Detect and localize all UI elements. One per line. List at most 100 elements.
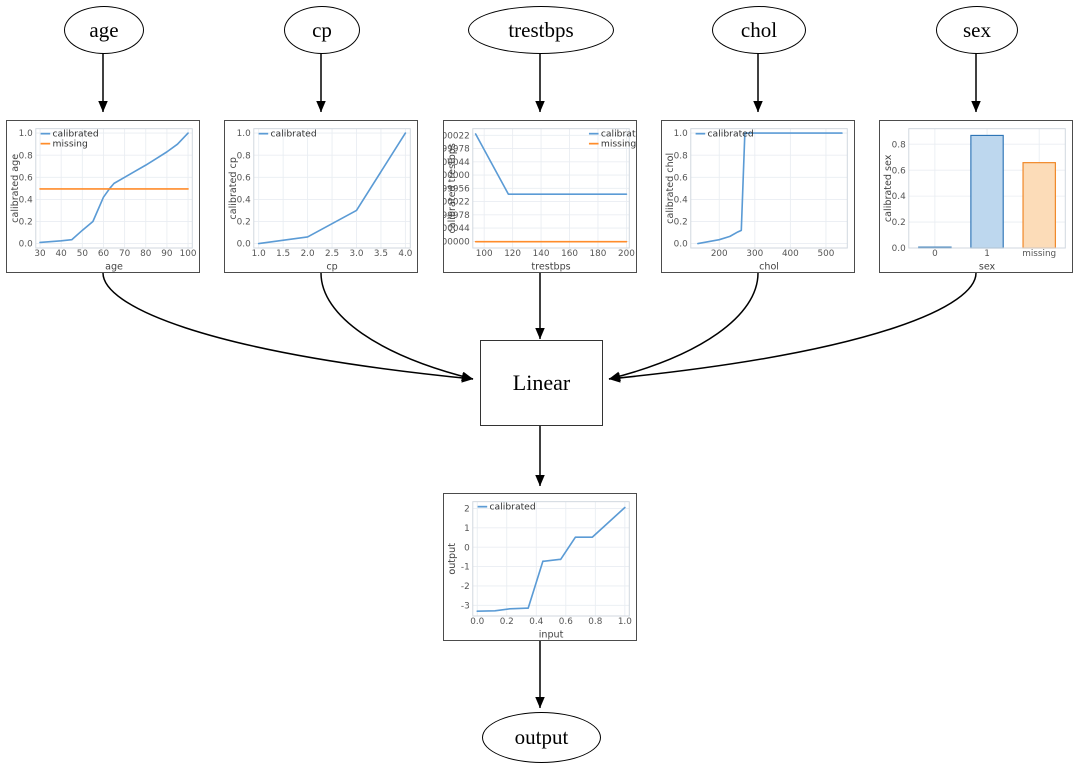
svg-text:1.0: 1.0 (674, 129, 688, 139)
svg-text:-2: -2 (461, 582, 470, 592)
svg-text:0.8: 0.8 (237, 151, 251, 161)
svg-text:50: 50 (77, 249, 89, 259)
svg-text:200: 200 (618, 249, 635, 259)
svg-text:0.2: 0.2 (237, 218, 251, 228)
svg-text:100: 100 (476, 249, 493, 259)
svg-text:calibrated trestbps: calibrated trestbps (447, 143, 458, 233)
legend-label-calibrated: calibrated (271, 129, 317, 140)
svg-text:0.699999999999999956: 0.699999999999999956 (444, 184, 470, 194)
svg-text:1.0: 1.0 (618, 617, 632, 627)
node-output-label: output (514, 725, 569, 749)
svg-text:0: 0 (464, 543, 470, 553)
legend-label-calibrated: calibrated (53, 129, 99, 140)
svg-text:calibrated sex: calibrated sex (883, 154, 894, 222)
node-cp[interactable]: cp (284, 6, 360, 54)
svg-text:1.5: 1.5 (276, 249, 290, 259)
svg-text:0.650000000000000022: 0.650000000000000022 (444, 198, 470, 208)
svg-text:missing: missing (1022, 249, 1056, 259)
svg-text:120: 120 (504, 249, 521, 259)
node-trestbps[interactable]: trestbps (468, 6, 614, 54)
svg-text:0.6: 0.6 (559, 617, 573, 627)
node-age-label: age (89, 17, 119, 42)
svg-text:60: 60 (98, 249, 110, 259)
node-chol-label: chol (740, 17, 778, 42)
svg-text:200: 200 (711, 249, 728, 259)
svg-text:2.5: 2.5 (325, 249, 339, 259)
bar-1 (970, 134, 1004, 249)
svg-text:0.849999999999999978: 0.849999999999999978 (444, 145, 470, 155)
svg-text:-1: -1 (461, 563, 470, 573)
node-cp-label: cp (312, 17, 332, 42)
svg-text:0.4: 0.4 (674, 195, 688, 205)
node-trestbps-label: trestbps (508, 17, 574, 42)
svg-text:0.6: 0.6 (674, 173, 688, 183)
svg-text:0.0: 0.0 (892, 244, 906, 254)
node-sex[interactable]: sex (936, 6, 1018, 54)
series-calibrated (257, 132, 407, 245)
svg-text:trestbps: trestbps (531, 262, 570, 272)
svg-text:input: input (539, 630, 564, 640)
svg-text:90: 90 (161, 249, 173, 259)
legend-label-calibrated: calibrated (708, 129, 754, 140)
svg-text:0.8: 0.8 (892, 140, 906, 150)
svg-text:0.0: 0.0 (237, 240, 251, 250)
svg-text:100: 100 (180, 249, 197, 259)
svg-text:300: 300 (746, 249, 763, 259)
svg-text:1: 1 (464, 524, 470, 534)
node-age[interactable]: age (64, 6, 144, 54)
svg-text:-3: -3 (461, 601, 470, 611)
svg-text:1.0: 1.0 (252, 249, 266, 259)
chart-svg-trestbps: 0.5000000000000000000.550000000000000044… (444, 128, 636, 272)
svg-text:0.4: 0.4 (237, 195, 251, 205)
bar-missing (1022, 162, 1056, 249)
chart-panel-trestbps[interactable]: 0.5000000000000000000.550000000000000044… (443, 120, 637, 273)
svg-text:calibrated cp: calibrated cp (228, 157, 239, 219)
svg-text:0.2: 0.2 (19, 218, 33, 228)
node-sex-label: sex (963, 17, 991, 42)
node-linear[interactable]: Linear (480, 340, 603, 426)
svg-text:0.6: 0.6 (19, 173, 33, 183)
svg-text:chol: chol (759, 262, 779, 272)
svg-text:0.2: 0.2 (500, 617, 514, 627)
series-calibrated (39, 132, 189, 244)
svg-text:1: 1 (984, 249, 990, 259)
series-calibrated (476, 506, 626, 612)
edge-cholchart-to-linear (608, 272, 759, 381)
node-chol[interactable]: chol (712, 6, 806, 54)
svg-text:0.8: 0.8 (19, 151, 33, 161)
svg-text:0.0: 0.0 (470, 617, 484, 627)
svg-text:80: 80 (140, 249, 152, 259)
svg-text:0.6: 0.6 (237, 173, 251, 183)
svg-text:age: age (105, 262, 123, 272)
svg-text:0.4: 0.4 (892, 192, 906, 202)
svg-text:0.6: 0.6 (892, 166, 906, 176)
svg-text:output: output (447, 543, 458, 575)
legend-label-missing: missing (53, 139, 88, 150)
svg-text:140: 140 (533, 249, 550, 259)
svg-text:0: 0 (932, 249, 938, 259)
edge-cpchart-to-linear (320, 272, 474, 381)
svg-text:0.800000000000000044: 0.800000000000000044 (444, 158, 470, 168)
series-calibrated (474, 133, 628, 195)
svg-text:0.2: 0.2 (892, 218, 906, 228)
svg-text:70: 70 (119, 249, 131, 259)
svg-text:0.0: 0.0 (674, 240, 688, 250)
svg-text:calibrated chol: calibrated chol (665, 153, 676, 224)
svg-text:calibrated age: calibrated age (10, 154, 21, 223)
svg-text:0.550000000000000044: 0.550000000000000044 (444, 224, 470, 234)
svg-text:400: 400 (782, 249, 799, 259)
svg-text:40: 40 (56, 249, 68, 259)
svg-text:4.0: 4.0 (398, 249, 412, 259)
legend-label-missing: missing (601, 139, 636, 150)
svg-text:3.0: 3.0 (349, 249, 363, 259)
node-output[interactable]: output (482, 712, 601, 763)
